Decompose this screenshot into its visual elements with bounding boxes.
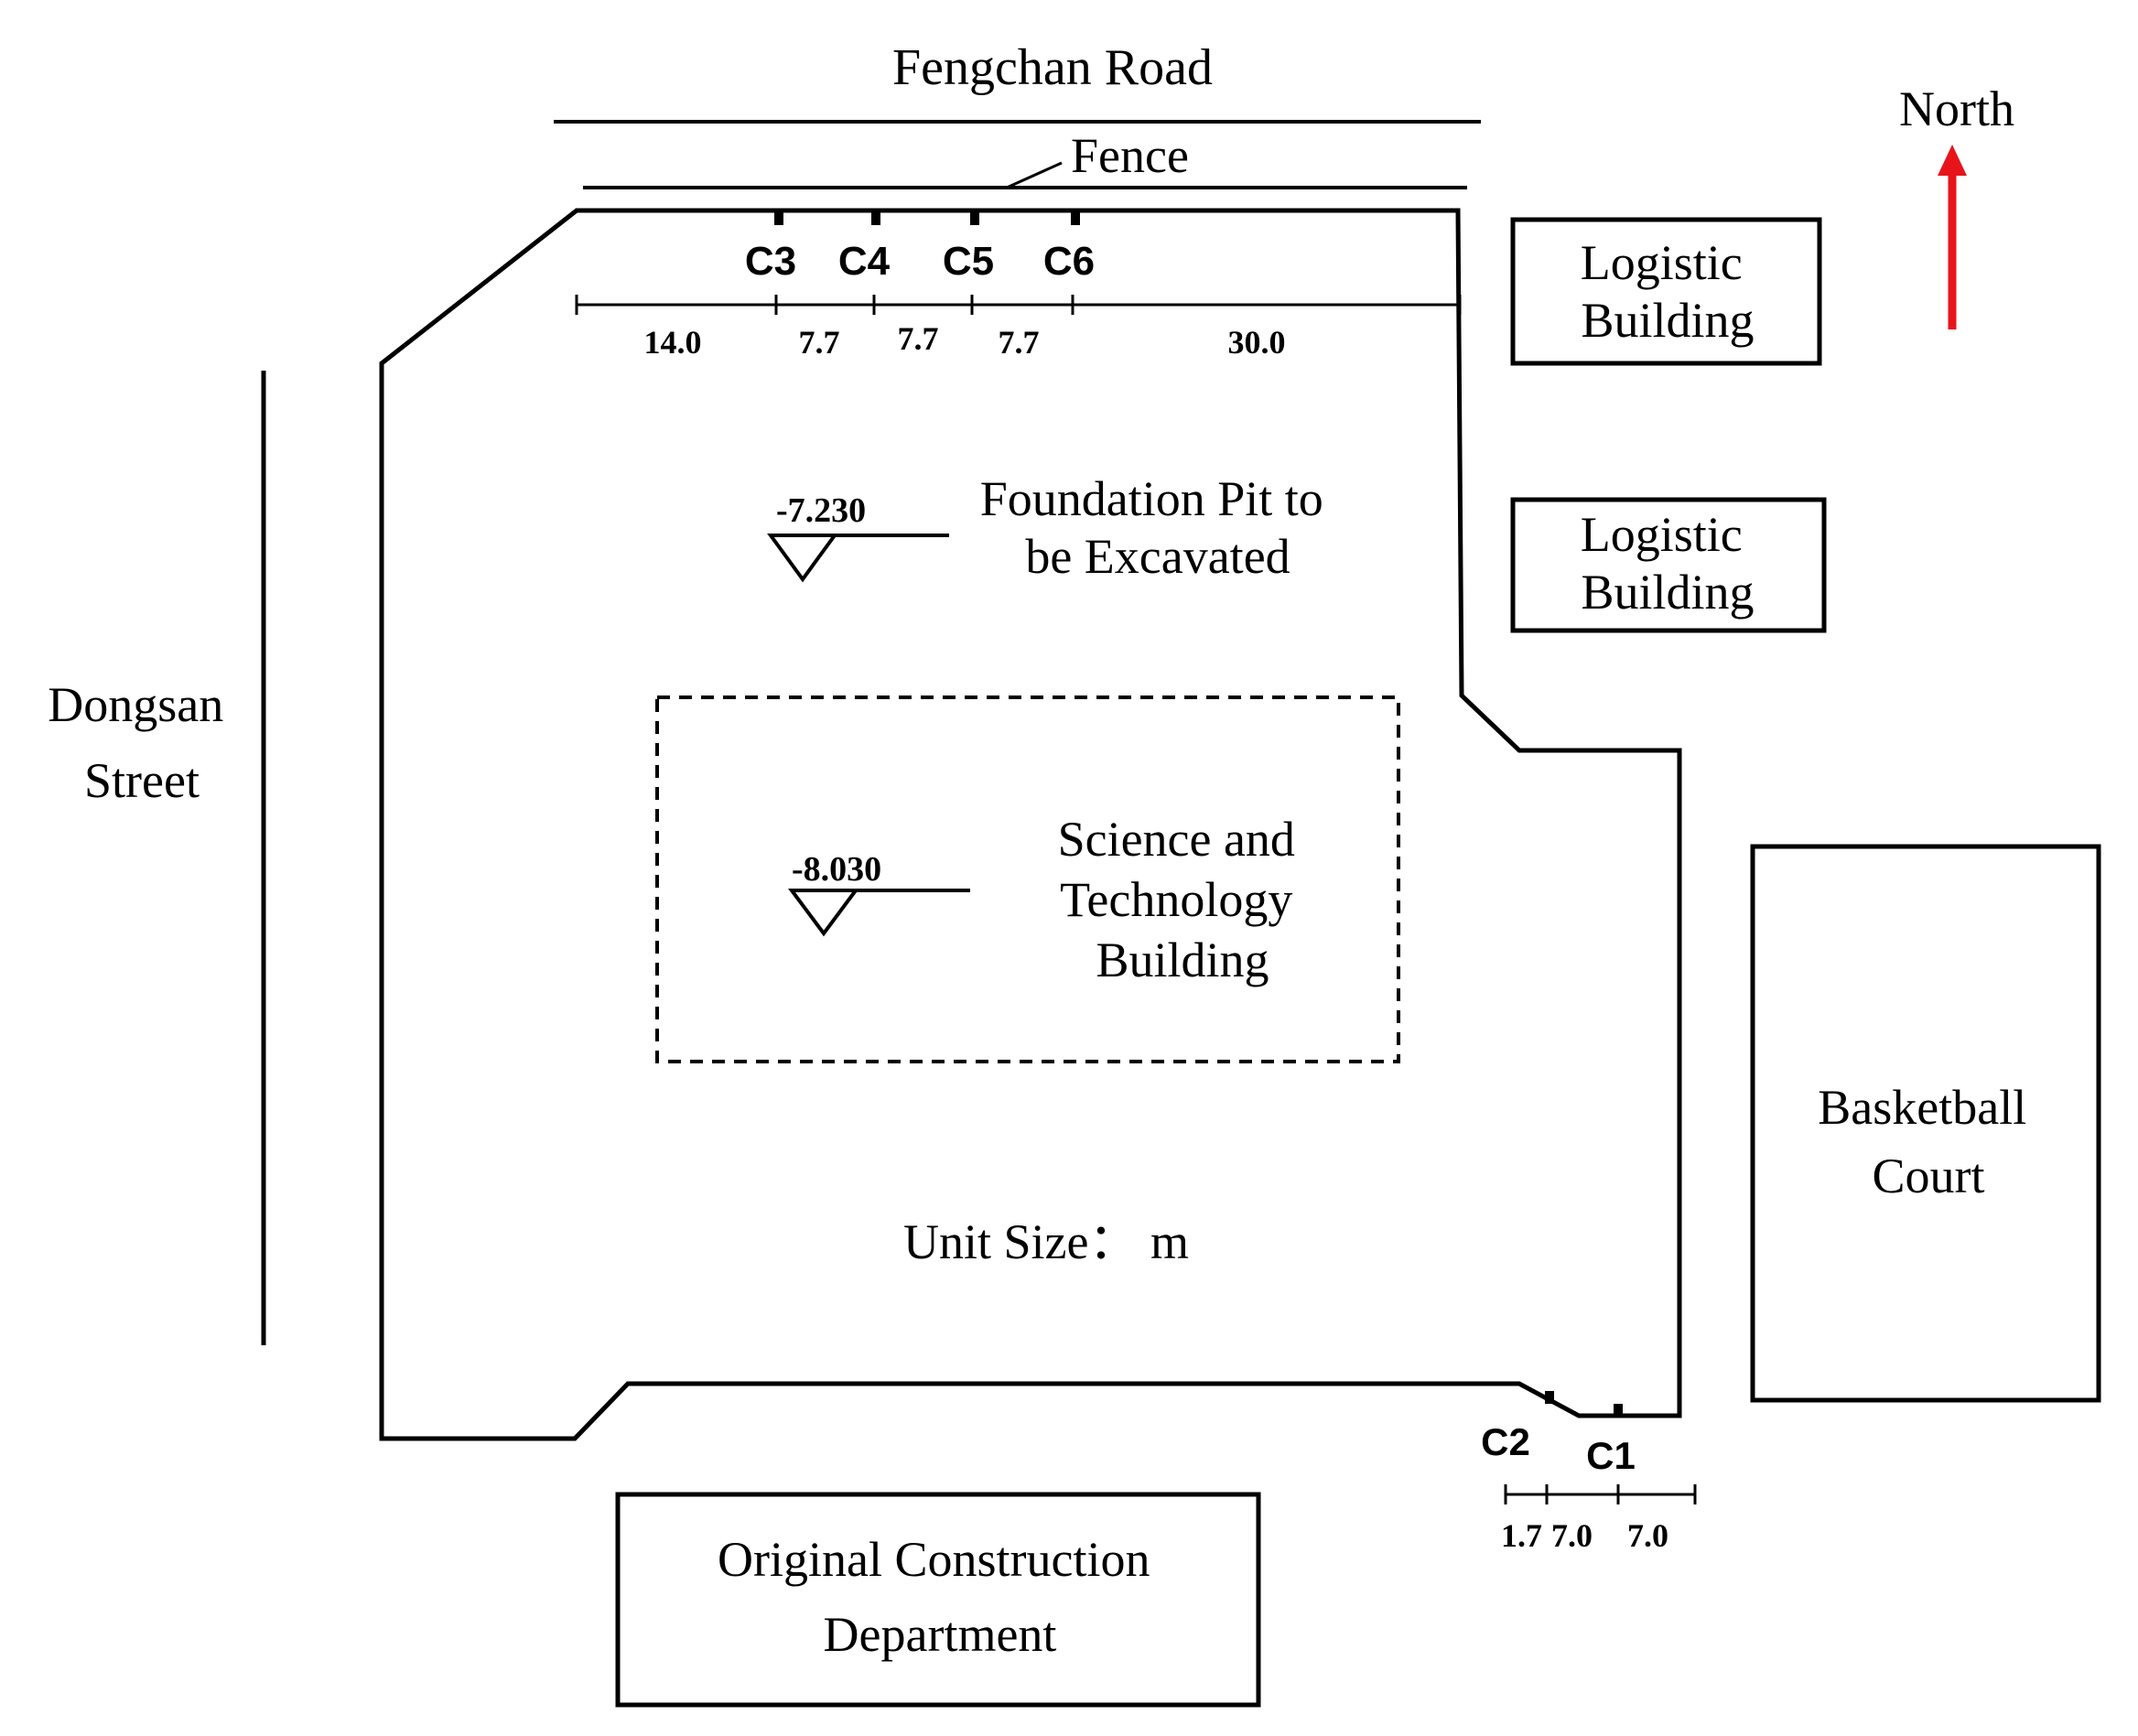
logistic-building-2-label: Logistic Building [1581,507,1755,620]
pit-label-line2: be Excavated [1025,529,1290,584]
pit-label: Foundation Pit to be Excavated [980,471,1336,584]
logistic-building-1-line2: Building [1581,293,1754,348]
point-label-c1: C1 [1586,1434,1636,1477]
court-label: Basketball Court [1818,1080,2038,1203]
court-label-line2: Court [1872,1148,1984,1203]
point-label-c3: C3 [745,239,796,284]
original-construction-department [615,1492,1261,1708]
ocd-label: Original Construction Department [718,1532,1162,1662]
building-label-line2: Technology [1060,872,1292,927]
logistic-building-1-line1: Logistic [1581,235,1743,290]
point-label-c2: C2 [1481,1420,1530,1463]
dim-top-3: 7.7 [898,320,939,357]
building-label: Science and Technology Building [1058,812,1308,987]
dim-bottom-1: 1.7 [1501,1517,1542,1554]
fence-label: Fence [1071,128,1189,183]
road-label: Fengchan Road [892,39,1213,96]
science-technology-building [655,695,1400,1063]
logistic-building-2-line2: Building [1581,565,1754,620]
ocd-label-line2: Department [824,1607,1057,1662]
pit-elevation-triangle [767,534,838,583]
point-label-c6: C6 [1043,239,1095,284]
logistic-building-1-label: Logistic Building [1581,235,1755,348]
dim-top-2: 7.7 [799,324,840,361]
street-label-line1: Dongsan [48,677,223,732]
marker-c3 [774,212,783,225]
building-label-line3: Building [1096,933,1269,987]
logistic-building-2 [1510,497,1827,633]
building-elevation-triangle [788,889,859,937]
basketball-court [1750,844,2101,1403]
dim-top-5: 30.0 [1228,324,1286,361]
marker-c4 [871,212,880,225]
site-boundary [379,208,1682,1441]
marker-c2 [1545,1391,1554,1404]
dim-top-4: 7.7 [999,324,1040,361]
dim-bottom-2: 7.0 [1551,1517,1593,1554]
north-label: North [1899,81,2014,136]
dim-bottom-3: 7.0 [1627,1517,1668,1554]
dim-top-1: 14.0 [644,324,702,361]
point-label-c5: C5 [943,239,994,284]
marker-c1 [1614,1404,1623,1417]
logistic-building-2-line1: Logistic [1581,507,1743,562]
fence-leader [1006,161,1063,189]
street-label-line2: Street [84,753,200,808]
ocd-label-line1: Original Construction [718,1532,1150,1587]
top-dimension-ticks [575,295,1462,315]
bottom-dimension-ticks [1504,1484,1697,1504]
pit-elevation: -7.230 [776,491,866,530]
marker-c5 [970,212,979,225]
unit-label: Unit Size： m [903,1214,1189,1269]
street-label: Dongsan Street [48,677,235,808]
north-arrow-head [1938,145,1967,176]
court-label-line1: Basketball [1818,1080,2026,1135]
building-elevation: -8.030 [792,850,881,889]
point-label-c4: C4 [838,239,891,284]
logistic-building-1 [1510,217,1822,366]
pit-label-line1: Foundation Pit to [980,471,1323,526]
marker-c6 [1071,212,1080,225]
building-label-line1: Science and [1058,812,1295,867]
